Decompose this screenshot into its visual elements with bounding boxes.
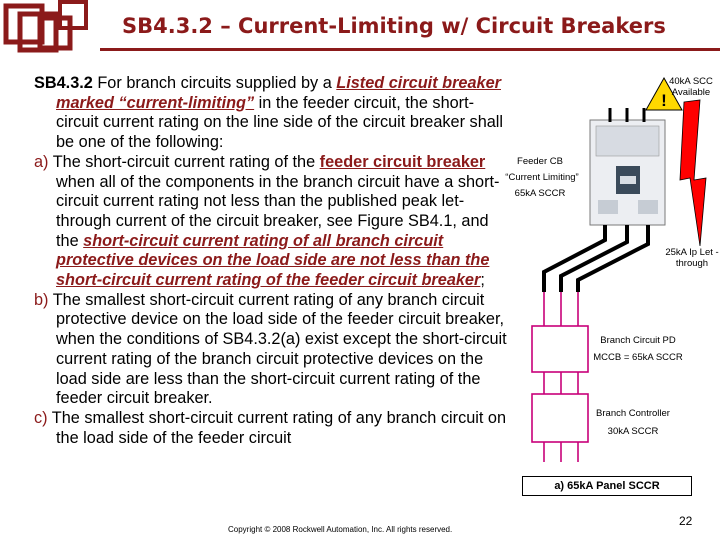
page-number: 22 xyxy=(679,514,693,528)
branch-controller-sccr-label: 30kA SCCR xyxy=(607,426,659,437)
marker-a: a) xyxy=(34,152,49,171)
warning-triangle-icon xyxy=(645,76,683,111)
title-divider xyxy=(100,48,720,51)
copyright-footer: Copyright © 2008 Rockwell Automation, In… xyxy=(228,525,453,534)
letthrough-label: 25kA Ip Let -through xyxy=(665,247,719,269)
p2-text-1: The short-circuit current rating of the xyxy=(48,152,320,171)
marker-b: b) xyxy=(34,290,49,309)
company-logo xyxy=(3,0,88,53)
paragraph-b: b) The smallest short-circuit current ra… xyxy=(34,291,509,409)
feeder-cb-label: Feeder CB xyxy=(517,156,563,167)
paragraph-a: a) The short-circuit current rating of t… xyxy=(34,153,509,291)
feeder-circuit-breaker-link[interactable]: feeder circuit breaker xyxy=(319,152,486,171)
body-text: SB4.3.2 For branch circuits supplied by … xyxy=(34,74,509,448)
lightning-bolt-icon xyxy=(679,99,707,247)
warning-mark: ! xyxy=(661,91,667,110)
p4-text-1: The smallest short-circuit current ratin… xyxy=(47,408,507,447)
current-limiting-label: “Current Limiting” xyxy=(505,172,579,183)
branch-controller-label: Branch Controller xyxy=(596,408,670,419)
p2-text-3: ; xyxy=(480,271,485,290)
paragraph-sb4-3-2: SB4.3.2 For branch circuits supplied by … xyxy=(34,74,509,153)
panel-sccr-box: a) 65kA Panel SCCR xyxy=(522,476,692,496)
available-label: 40kA SCC Available xyxy=(669,76,713,98)
branch-pd-sccr-label: MCCB = 65kA SCCR xyxy=(593,352,683,363)
paragraph-c: c) The smallest short-circuit current ra… xyxy=(34,409,509,448)
feeder-sccr-label: 65kA SCCR xyxy=(514,188,566,199)
p2-text-2: when all of the components in the branch… xyxy=(56,172,500,250)
branch-pd-label: Branch Circuit PD xyxy=(600,335,676,346)
p1-text-2: in the feeder circuit, the short-circuit… xyxy=(56,93,504,152)
p1-text-1: For branch circuits supplied by a xyxy=(92,74,337,92)
branch-circuit-pd-box xyxy=(531,325,589,373)
p2-emphasis: short-circuit current rating of all bran… xyxy=(56,231,490,290)
section-number: SB4.3.2 xyxy=(34,74,93,92)
marker-c: c) xyxy=(34,408,48,427)
current-limiting-link[interactable]: Listed circuit breaker marked “current-l… xyxy=(56,74,501,112)
p3-text-1: The smallest short-circuit current ratin… xyxy=(48,290,507,408)
slide-title: SB4.3.2 – Current-Limiting w/ Circuit Br… xyxy=(122,14,666,38)
branch-controller-box xyxy=(531,393,589,443)
